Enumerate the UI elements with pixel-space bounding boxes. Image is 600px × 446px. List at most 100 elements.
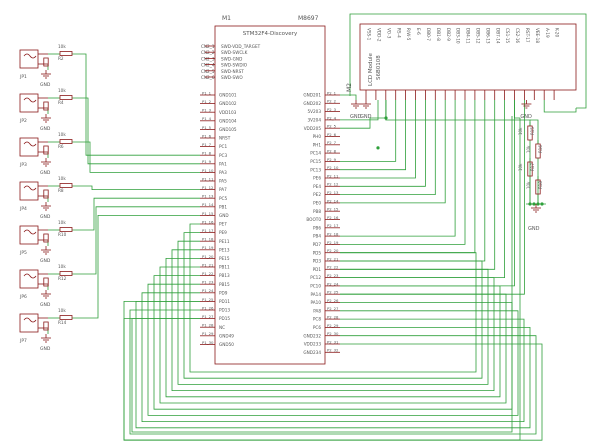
contrast-resistor-value: 10k <box>526 145 531 153</box>
jack-signal-wire <box>72 214 200 319</box>
mcu-right-pin-label: GND232 <box>303 333 321 338</box>
mcu-right-pin-label: PC6 <box>313 325 321 330</box>
jack-icon <box>23 229 37 235</box>
mcu-left-pin-number: P1_4 <box>202 116 212 121</box>
contrast-resistor-value: 10k <box>518 127 523 135</box>
mcu-left-pin-label: GND102 <box>219 101 237 106</box>
mcu-symbol[interactable]: M1 M8697 STM32F4-Discovery SWD-VDD_TARGE… <box>200 15 340 365</box>
mcu-left-pin-label: PE11 <box>219 239 230 244</box>
mcu-left-pin-number: P1_30 <box>202 340 214 345</box>
lcd-data-wire <box>340 100 496 270</box>
mcu-right-pin-number: P2_11 <box>327 173 339 178</box>
mcu-right-pin-number: P2_20 <box>327 248 339 253</box>
mcu-left-pin-number: P1_27 <box>202 314 214 319</box>
mcu-right-pin-label: PC8 <box>313 317 321 322</box>
mcu-right-pin-number: P2_9 <box>327 157 337 162</box>
mcu-right-pin-label: PE2 <box>313 192 321 197</box>
mcu-left-pin-number: P1_21 <box>202 262 214 267</box>
resistor-ref: R17 <box>530 163 535 171</box>
contrast-resistor-value: 10k <box>518 163 523 171</box>
jack-resistor-value: 10k <box>58 220 66 225</box>
jack-resistor-value: 10k <box>58 132 66 137</box>
mcu-swd-pin-label: SWD-SWO <box>221 75 243 80</box>
jack-icon <box>23 97 37 103</box>
mcu-left-pin-number: P1_26 <box>202 305 214 310</box>
mcu-right-pin-number: P2_3 <box>327 107 337 112</box>
lcd-border-wire <box>349 13 587 109</box>
mcu-right-pin-label: PC12 <box>310 275 321 280</box>
mcu-right-pin-label: PH1 <box>313 142 322 147</box>
mcu-right-pin-number: P2_22 <box>327 265 339 270</box>
jack-body <box>19 49 39 69</box>
mcu-left-pin-label: VDD103 <box>219 110 237 115</box>
lcd-pin-label: DB0-7 <box>426 28 431 41</box>
mcu-right-pin-number: P2_31 <box>327 339 339 344</box>
jack-pulldown <box>43 277 49 287</box>
mcu-left-pin-number: P1_28 <box>202 323 214 328</box>
mcu-left-pin-number: P1_16 <box>202 219 214 224</box>
jack-ref: JP1 <box>19 74 27 80</box>
mcu-title: STM32F4-Discovery <box>243 31 298 37</box>
mcu-left-pin-label: GND49 <box>219 333 234 338</box>
bus-wire <box>171 249 495 392</box>
lcd-pin-label: RST-17 <box>525 28 530 43</box>
mcu-right-pin-number: P2_15 <box>327 207 339 212</box>
mcu-left-pin-label: PD9 <box>219 290 228 295</box>
jack-resistor-value: 10k <box>58 176 66 181</box>
bus-wire <box>153 275 513 410</box>
jack-signal-wire <box>72 197 200 231</box>
jack-resistor-ref: R8 <box>58 188 64 193</box>
lcd-data-wire <box>340 100 416 179</box>
mcu-left-pin-number: P1_5 <box>202 125 212 130</box>
junction-dot <box>536 202 540 206</box>
lcd-pin-label: E-6 <box>416 28 421 35</box>
jack-resistor-value: 10k <box>58 264 66 269</box>
contrast-wire <box>530 119 539 144</box>
mcu-swd-pin-label: SWD-NRST <box>221 69 244 74</box>
mcu-right-pin-number: P2_25 <box>327 290 339 295</box>
jack-pulldown <box>43 101 49 111</box>
bus-wire <box>183 232 483 379</box>
jack-gnd-label: GND <box>40 170 51 176</box>
jack-body <box>19 269 39 289</box>
bus-wire <box>159 266 507 404</box>
mcu-right-pin-label: PH0 <box>313 134 322 139</box>
lcd-data-wire <box>340 100 426 187</box>
lcd-pin-label: VO-3 <box>386 28 391 39</box>
jack-resistor <box>59 51 73 56</box>
mcu-left-pin-label: PB11 <box>219 265 230 270</box>
mcu-left-pin-label: PC3 <box>219 153 227 158</box>
lcd-pin-label: VDD-2 <box>377 28 382 42</box>
jack-gnd-label: GND <box>40 82 51 88</box>
mcu-right-pin-number: P2_13 <box>327 190 339 195</box>
mcu-right-pin-number: P2_12 <box>327 182 339 187</box>
jack-icon <box>23 141 37 147</box>
jack-icon <box>23 185 37 191</box>
jack-gnd-label: GND <box>40 302 51 308</box>
mcu-right-pin-label: PC10 <box>310 284 321 289</box>
jack-group[interactable]: JP110kR2JP210kR4JP310kR6JP410kR8JP510kR1… <box>19 44 73 344</box>
contrast-gnd-label: GND <box>528 226 540 232</box>
mcu-swd-pin-label: SWD-VDD_TARGET <box>221 44 261 49</box>
lcd-body <box>359 23 577 91</box>
mcu-left-pin-label: PC5 <box>219 196 227 201</box>
jack-body <box>19 313 39 333</box>
jack-body <box>19 225 39 245</box>
mcu-left-pin-number: P1_6 <box>202 133 212 138</box>
lcd-data-wire <box>340 100 506 279</box>
mcu-right-pin-label: PD3 <box>313 259 322 264</box>
mcu-right-pin-label: GND234 <box>303 350 321 355</box>
jack-resistor-ref: R6 <box>58 144 64 149</box>
jack-pulldown <box>43 145 49 155</box>
jack-gnd-label: GND <box>40 258 51 264</box>
jack-gnd-label: GND <box>40 126 51 132</box>
jack-resistor <box>59 315 73 320</box>
bus-wire <box>189 223 477 373</box>
mcu-left-pin-label: NRST <box>219 136 231 141</box>
mcu-right-pin-number: P2_5 <box>327 124 337 129</box>
mcu-right-pin-label: GND201 <box>303 93 321 98</box>
